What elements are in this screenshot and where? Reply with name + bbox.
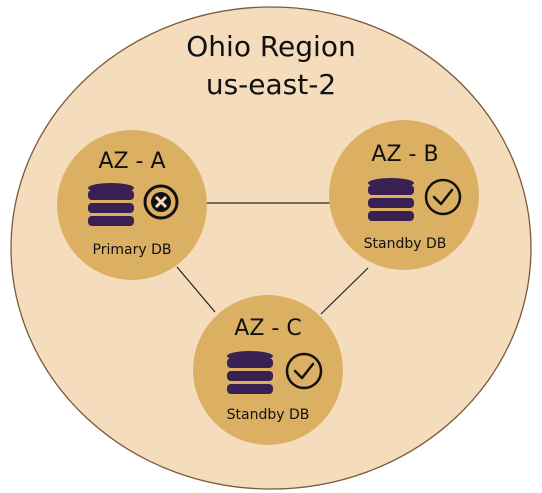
database-icon xyxy=(88,183,134,226)
zone-a-db-role: Primary DB xyxy=(92,242,172,258)
database-icon xyxy=(227,351,273,394)
region-name: Ohio Region xyxy=(186,30,356,63)
availability-zone-a[interactable] xyxy=(57,130,207,280)
connector-b-c xyxy=(320,267,369,315)
check-circle-icon xyxy=(285,352,323,390)
database-icon xyxy=(368,178,414,221)
check-circle-icon xyxy=(424,178,462,216)
zone-c-title: AZ - C xyxy=(234,316,302,341)
zone-b-title: AZ - B xyxy=(371,142,439,167)
availability-zone-c[interactable] xyxy=(193,295,343,445)
zone-c-circle xyxy=(193,295,343,445)
availability-zone-b[interactable] xyxy=(329,120,479,270)
connector-a-c xyxy=(176,266,216,313)
region-code: us-east-2 xyxy=(205,68,337,101)
zone-c-db-role: Standby DB xyxy=(226,407,310,423)
x-circle-icon xyxy=(143,184,179,220)
zone-b-db-role: Standby DB xyxy=(363,236,447,252)
zone-a-title: AZ - A xyxy=(98,149,166,174)
